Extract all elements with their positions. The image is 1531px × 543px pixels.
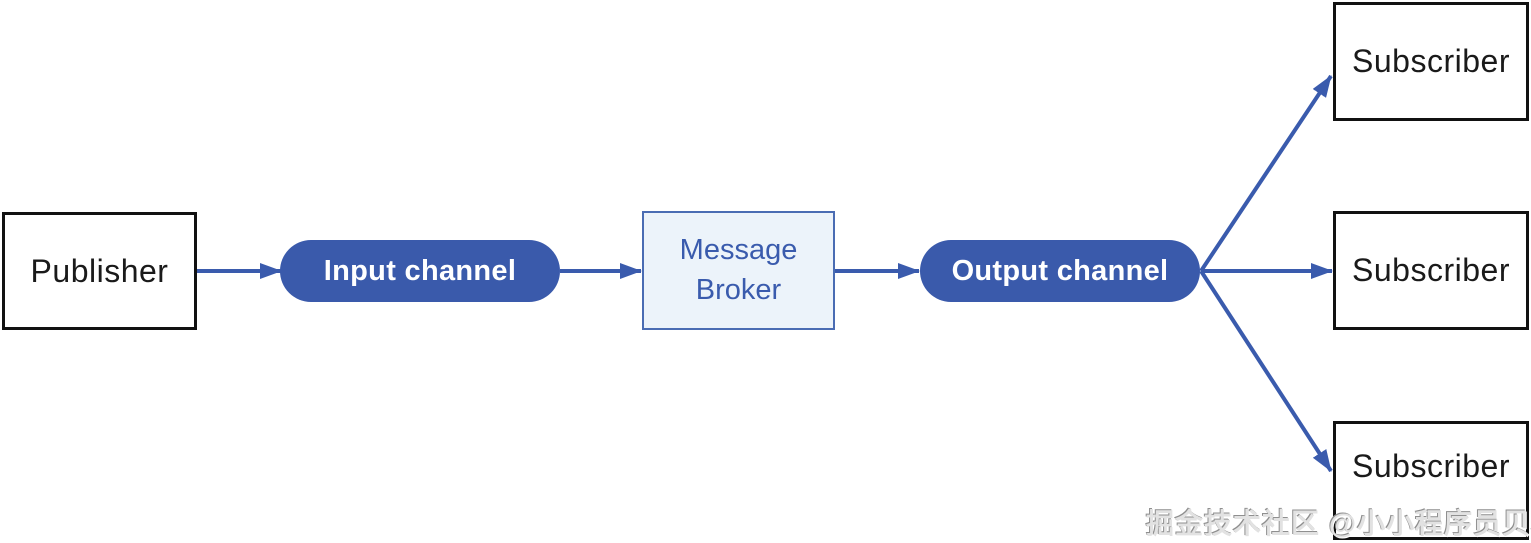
output-channel-label: Output channel <box>951 254 1169 287</box>
publisher-label: Publisher <box>30 252 169 289</box>
arrow-output-to-subscriber-top <box>1199 74 1333 273</box>
subscriber-top-label: Subscriber <box>1352 43 1510 79</box>
node-message-broker: Message Broker <box>642 211 835 330</box>
node-subscriber-middle: Subscriber <box>1333 211 1529 330</box>
subscriber-bottom-label: Subscriber <box>1352 448 1510 484</box>
input-channel-label: Input channel <box>323 254 517 287</box>
node-subscriber-top: Subscriber <box>1333 2 1529 121</box>
node-output-channel: Output channel <box>920 240 1200 302</box>
node-input-channel: Input channel <box>280 240 560 302</box>
node-subscriber-bottom: Subscriber <box>1333 421 1529 540</box>
arrow-output-to-subscriber-bottom <box>1199 269 1333 473</box>
subscriber-middle-label: Subscriber <box>1352 252 1510 288</box>
watermark-text: 掘金技术社区 @小小程序员贝塔 <box>1146 508 1531 539</box>
message-broker-label: Message Broker <box>679 234 798 306</box>
node-publisher: Publisher <box>2 212 197 330</box>
